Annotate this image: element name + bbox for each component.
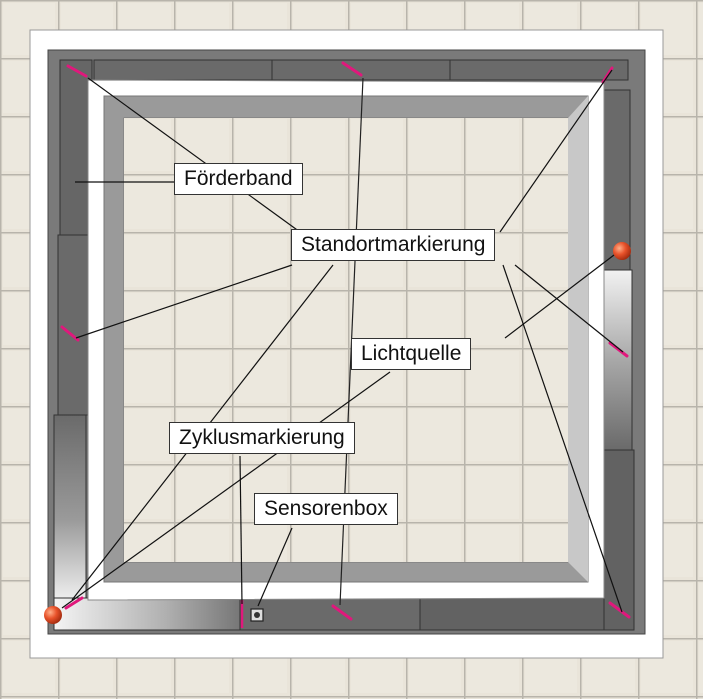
- belt-top: [93, 59, 629, 81]
- sensor-box: [250, 608, 264, 622]
- belt-right: [599, 89, 635, 631]
- label-conveyor: Förderband: [174, 163, 303, 195]
- belt-bottom: [53, 597, 605, 631]
- label-location-marker: Standortmarkierung: [291, 229, 496, 261]
- belt-left: [53, 59, 93, 606]
- label-sensor-box: Sensorenbox: [254, 493, 398, 525]
- inner-shadow: [568, 96, 588, 582]
- label-cycle-marker: Zyklusmarkierung: [169, 422, 355, 454]
- light-source-right: [613, 242, 631, 260]
- label-light-source: Lichtquelle: [351, 338, 472, 370]
- light-source-left: [44, 606, 62, 624]
- location-markers: [60, 61, 631, 621]
